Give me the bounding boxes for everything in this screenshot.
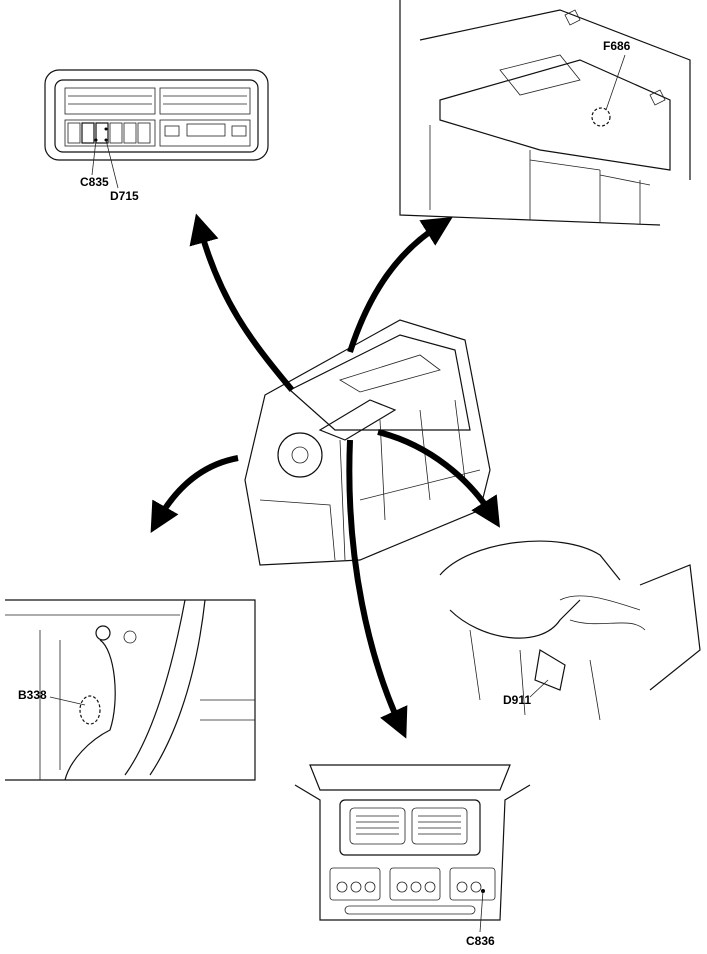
- b338-location-view: B338: [5, 599, 256, 781]
- connector-label-d715: D715: [110, 189, 139, 203]
- connector-label-c836: C836: [466, 934, 495, 948]
- connector-label-f686: F686: [603, 39, 631, 53]
- c836-center-console-view: C836: [294, 764, 531, 948]
- overhead-switch-panel-view: C835 D715: [44, 69, 269, 203]
- connector-label-c835: C835: [80, 175, 109, 189]
- arrows: [150, 213, 500, 739]
- connector-label-d911: D911: [503, 693, 531, 707]
- d911-location-view: D911: [439, 540, 701, 721]
- cab-overview: [244, 319, 491, 566]
- connector-label-b338: B338: [18, 688, 47, 702]
- roof-console-view: F686: [399, 0, 691, 226]
